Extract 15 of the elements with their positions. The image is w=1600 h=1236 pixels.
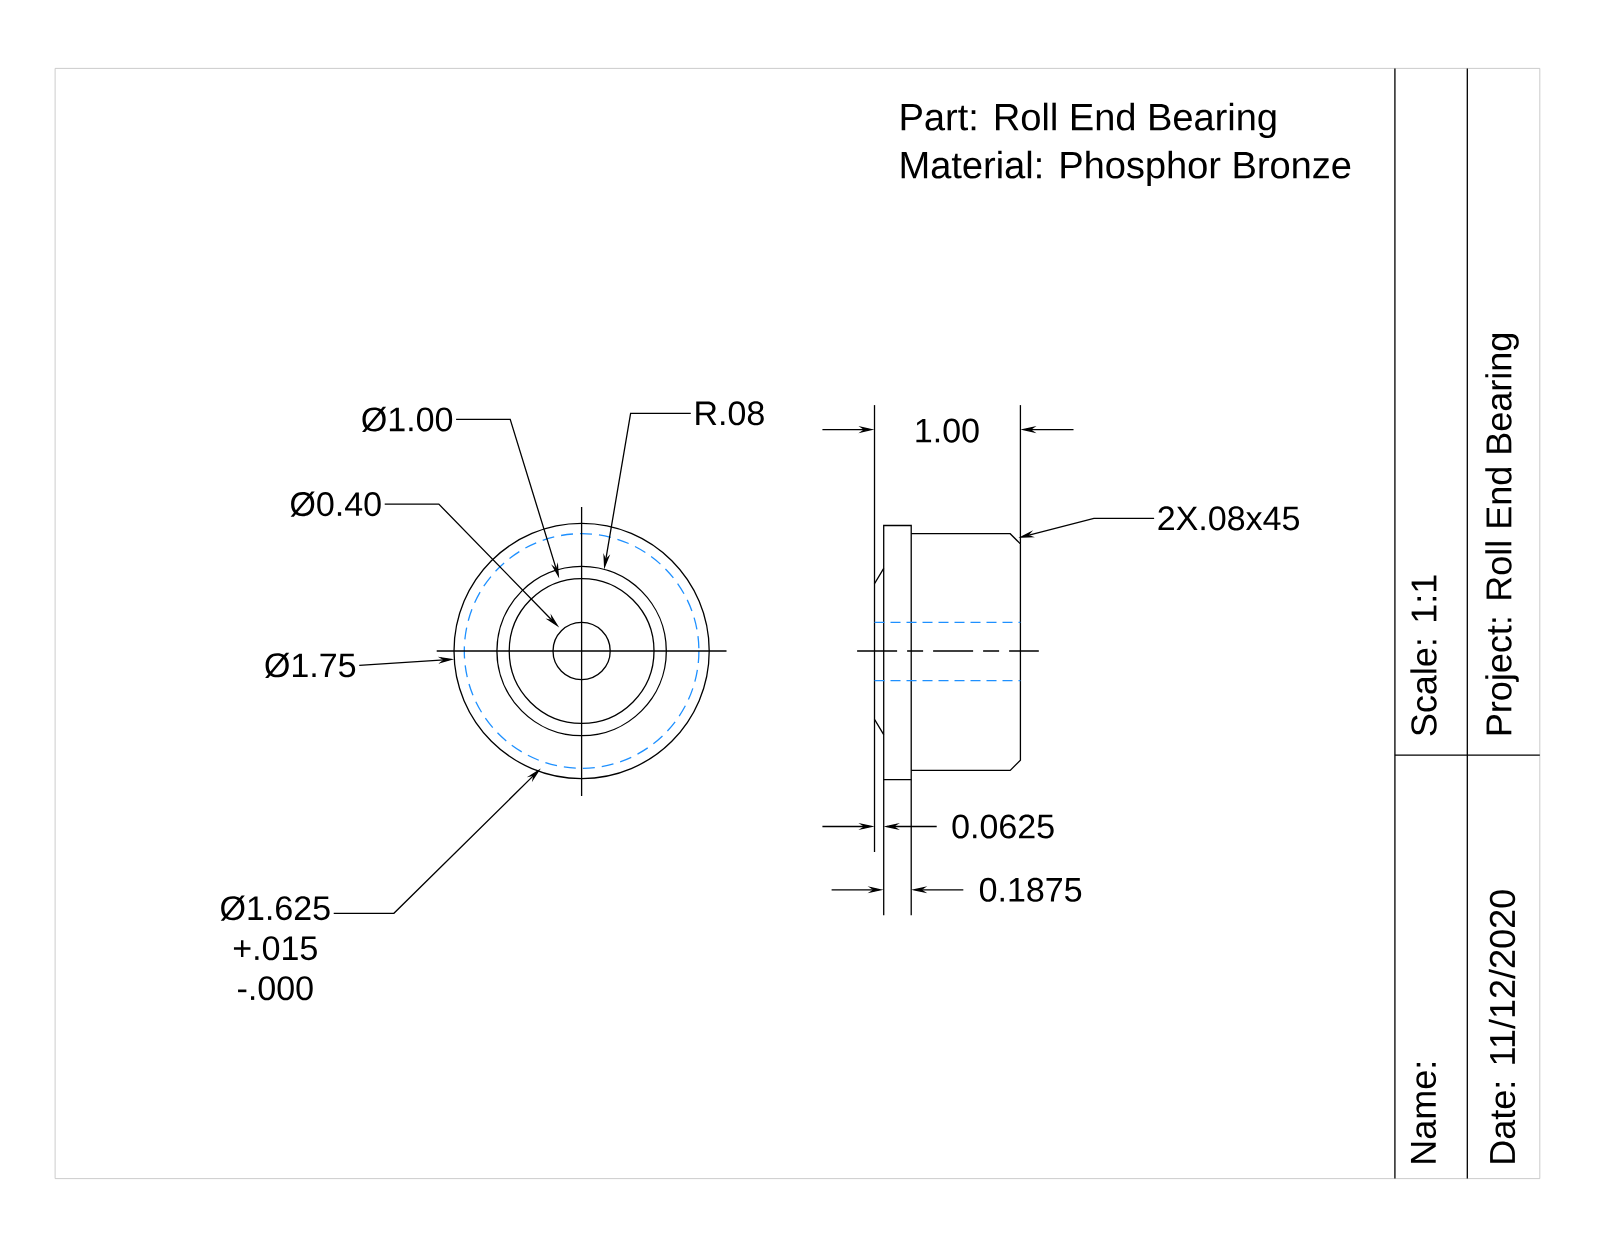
callout-text: Ø1.00: [362, 406, 453, 432]
callout-text: R.08: [696, 401, 764, 426]
material-text: Material: Phosphor Bronze: [901, 150, 1351, 187]
callout-text: Ø1.625 +.015 -.000: [220, 895, 330, 1001]
date-text: Date: 11/12/2020: [1488, 890, 1516, 1163]
dimension-text: 1.00: [916, 418, 979, 443]
title-text: Part: Roll End Bearing: [901, 102, 1276, 139]
scale-text: Scale: 1:1: [1410, 575, 1437, 736]
name-field-label: Name:: [1410, 1063, 1437, 1163]
callout-text: Ø0.40: [290, 491, 381, 517]
callout-text: Ø1.75: [265, 652, 356, 678]
dimension-text: 0.0625: [952, 814, 1054, 839]
dimension-text: 0.1875: [979, 877, 1082, 902]
callout-text: 2X.08x45: [1158, 506, 1299, 531]
project-text: Project: Roll End Bearing: [1485, 334, 1519, 735]
